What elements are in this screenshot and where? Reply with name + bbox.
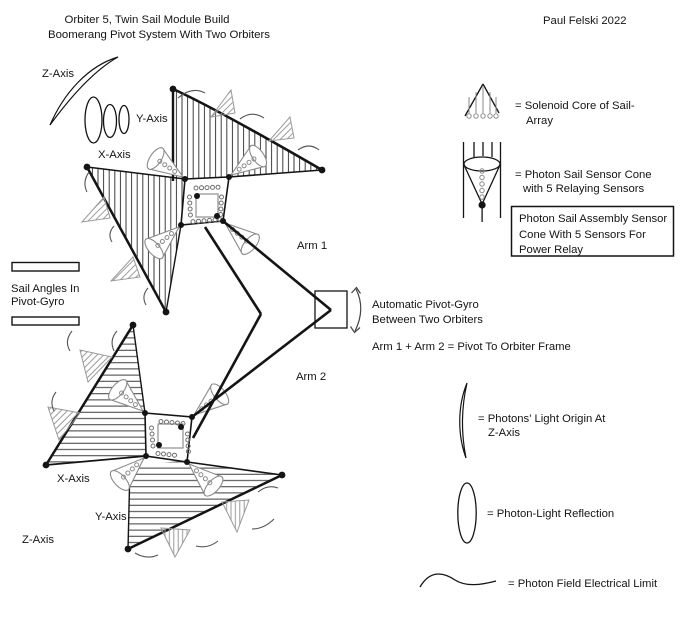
ellipse-icon: [457, 482, 477, 544]
top-sail-left-top-edge: [86, 166, 186, 180]
bottom-sail-ul-mast: [132, 324, 146, 414]
legend-solenoid-line1: = Solenoid Core of Sail-: [515, 100, 635, 112]
top-reflection-ellipses: [84, 96, 130, 144]
side-note-line1: Sail Angles In: [11, 283, 79, 295]
bottom-x-axis-label: X-Axis: [57, 473, 90, 485]
top-sail-right-foot: [228, 169, 323, 178]
boomerang-arms: [191, 219, 332, 439]
bottom-sail-lower-right: [128, 461, 282, 549]
arm1-inner-line: [203, 226, 263, 315]
page-title-line1: Orbiter 5, Twin Sail Module Build: [64, 14, 229, 26]
pivot-gyro-label-line1: Automatic Pivot-Gyro: [372, 299, 479, 311]
callout-line2: Cone With 5 Sensors For: [519, 229, 646, 241]
legend: [419, 83, 675, 588]
callout-line1: Photon Sail Assembly Sensor: [519, 213, 667, 225]
top-sail-right: [173, 89, 322, 181]
top-x-axis-label: X-Axis: [98, 149, 131, 161]
top-z-axis-crescent: [49, 56, 119, 126]
page-title-line2: Boomerang Pivot System With Two Orbiters: [48, 29, 270, 41]
legend-origin-line2: Z-Axis: [488, 427, 520, 439]
side-note-line2: Pivot-Gyro: [11, 296, 64, 308]
top-z-axis-label: Z-Axis: [42, 68, 74, 80]
sensor-cone-icon: [462, 142, 502, 222]
bottom-sail-upper-left: [46, 325, 146, 465]
bottom-orbiter-vertex-dots: [42, 321, 286, 553]
bottom-sail-ul-foot: [45, 455, 147, 466]
top-sail-left: [87, 167, 185, 312]
top-photon-field-fans: [80, 88, 295, 282]
legend-sensor-line2: with 5 Relaying Sensors: [522, 183, 645, 195]
bottom-y-axis-label: Y-Axis: [95, 511, 127, 523]
pivot-gyro-box: [314, 290, 348, 329]
legend-reflection-label: = Photon-Light Reflection: [487, 508, 614, 520]
wavy-line-icon: [419, 573, 497, 588]
legend-field-limit-label: = Photon Field Electrical Limit: [508, 578, 658, 590]
legend-solenoid-line2: Array: [526, 115, 553, 127]
bottom-sail-lr-top-edge: [179, 460, 283, 476]
arm1-label: Arm 1: [297, 240, 327, 252]
crescent-icon: [459, 382, 468, 459]
solenoid-core-icon: [464, 83, 500, 119]
top-sail-left-right-edge: [165, 224, 182, 313]
bottom-sail-lr-hypotenuse: [127, 473, 283, 551]
top-y-axis-label: Y-Axis: [136, 113, 168, 125]
bottom-z-axis-label: Z-Axis: [22, 534, 54, 546]
sail-angle-bars: [11, 261, 80, 326]
callout-line3: Power Relay: [519, 244, 583, 256]
bottom-field-limit-arcs: [51, 330, 279, 558]
bottom-orbiter-assembly: [42, 321, 286, 559]
pivot-gyro-label-line2: Between Two Orbiters: [372, 314, 483, 326]
pivot-equation-label: Arm 1 + Arm 2 = Pivot To Orbiter Frame: [372, 341, 571, 353]
top-sail-left-hypotenuse: [85, 166, 168, 313]
legend-sensor-line1: = Photon Sail Sensor Cone: [515, 169, 652, 181]
top-module-square: [180, 176, 230, 226]
top-field-limit-arcs: [84, 89, 320, 306]
pivot-swing-arrow: [350, 286, 362, 334]
top-orbiter-assembly: [49, 56, 326, 316]
arm1-outer-line: [222, 219, 332, 312]
arm2-inner-line: [191, 313, 263, 439]
author-credit: Paul Felski 2022: [543, 15, 627, 27]
bottom-photon-field-fans: [47, 349, 250, 559]
bottom-sail-ul-hypotenuse: [44, 324, 135, 466]
callout-box: [510, 205, 675, 257]
arm2-label: Arm 2: [296, 371, 326, 383]
bottom-module-square: [144, 412, 193, 463]
legend-origin-line1: = Photons' Light Origin At: [478, 413, 606, 425]
